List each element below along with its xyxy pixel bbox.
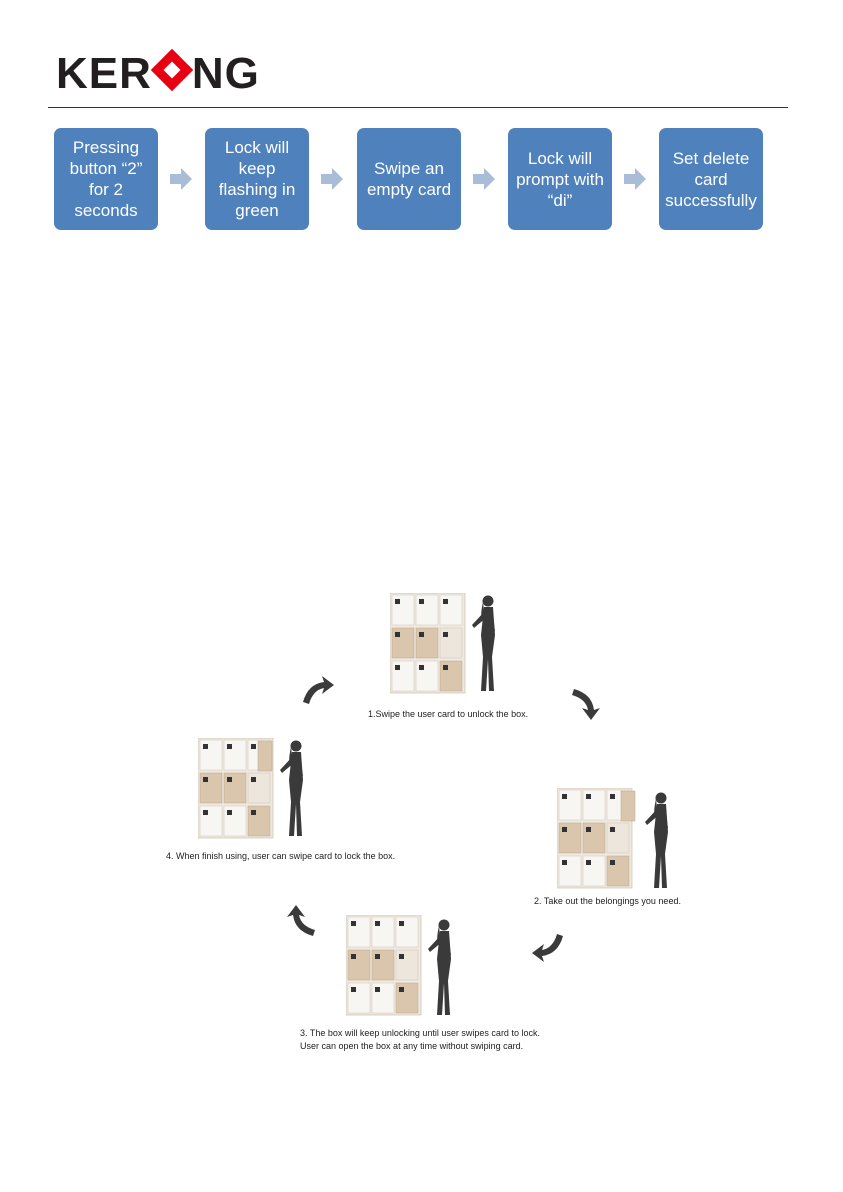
logo-diamond-icon	[150, 48, 194, 92]
woman-silhouette-icon	[645, 792, 668, 888]
caption-step-3-line-1: 3. The box will keep unlocking until use…	[300, 1028, 540, 1038]
scene-keep-unlocked	[346, 915, 451, 1016]
curved-arrow-icon	[532, 934, 563, 962]
flow-step-3: Swipe an empty card	[357, 128, 461, 230]
flow-arrow-icon	[170, 168, 192, 190]
curved-arrow-icon	[572, 689, 600, 720]
kerong-logo: KER NG	[56, 48, 296, 98]
woman-silhouette-icon	[428, 919, 451, 1015]
woman-silhouette-icon	[280, 740, 303, 836]
flow-step-5: Set delete card successfully	[659, 128, 763, 230]
flow-step-4: Lock will prompt with “di”	[508, 128, 612, 230]
header-divider	[48, 107, 788, 108]
flow-step-2: Lock will keep flashing in green	[205, 128, 309, 230]
flow-arrow-icon	[473, 168, 495, 190]
logo-text-right: NG	[191, 49, 260, 98]
flow-step-1: Pressing button “2” for 2 seconds	[54, 128, 158, 230]
caption-step-3-line-2: User can open the box at any time withou…	[300, 1041, 524, 1051]
curved-arrow-icon	[303, 676, 334, 704]
curved-arrow-icon	[287, 905, 315, 936]
scene-swipe-to-unlock	[390, 593, 495, 694]
caption-step-1: 1.Swipe the user card to unlock the box.	[368, 709, 529, 719]
caption-step-4: 4. When finish using, user can swipe car…	[166, 851, 396, 861]
scene-swipe-to-lock	[198, 738, 303, 839]
locker-cabinet-icon	[390, 593, 466, 694]
caption-step-2: 2. Take out the belongings you need.	[534, 896, 681, 906]
logo-text-left: KER	[56, 49, 152, 98]
logo-wordmark: KER NG	[56, 48, 260, 98]
flow-arrow-icon	[321, 168, 343, 190]
locker-cabinet-icon	[346, 915, 422, 1016]
scene-take-belongings	[557, 788, 668, 889]
flow-arrow-icon	[624, 168, 646, 190]
open-door	[257, 740, 273, 772]
woman-silhouette-icon	[472, 595, 495, 691]
open-door	[620, 790, 636, 822]
